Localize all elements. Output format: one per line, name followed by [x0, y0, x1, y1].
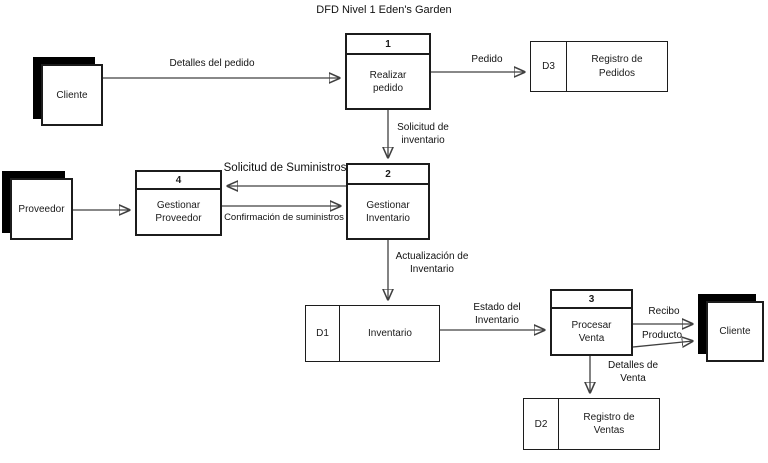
process-4-name: Gestionar Proveedor — [155, 200, 202, 224]
process-1-number: 1 — [347, 35, 429, 55]
process-2: 2 Gestionar Inventario — [346, 163, 430, 240]
flow-label-pedido: Pedido — [471, 54, 503, 65]
process-3-number: 3 — [552, 291, 631, 309]
flow-label-solicitud-suministros: Solicitud de Suministros — [223, 162, 347, 174]
entity-cliente-right: Cliente — [706, 301, 764, 362]
datastore-d1-name-cell: Inventario — [340, 306, 439, 361]
process-2-number: 2 — [348, 165, 428, 185]
datastore-d2-name: Registro de Ventas — [583, 411, 635, 437]
datastore-d3-name-cell: Registro de Pedidos — [567, 42, 667, 91]
flow-label-estado-inventario: Estado del Inventario — [473, 302, 521, 326]
flow-producto-line — [632, 341, 693, 347]
entity-cliente-left: Cliente — [41, 64, 103, 126]
datastore-d2-name-cell: Registro de Ventas — [559, 399, 659, 449]
process-1-name: Realizar pedido — [369, 69, 407, 94]
datastore-d1-name: Inventario — [368, 327, 412, 339]
datastore-d3: D3 Registro de Pedidos — [530, 41, 668, 92]
process-4: 4 Gestionar Proveedor — [135, 170, 222, 236]
datastore-d2: D2 Registro de Ventas — [523, 398, 660, 450]
datastore-d3-id: D3 — [531, 42, 567, 91]
process-2-name: Gestionar Inventario — [366, 199, 410, 224]
entity-cliente-right-label: Cliente — [719, 326, 751, 337]
datastore-d1: D1 Inventario — [305, 305, 440, 362]
process-3-name: Procesar Venta — [571, 319, 612, 344]
process-3: 3 Procesar Venta — [550, 289, 633, 356]
flow-label-detalles-venta: Detalles de Venta — [607, 360, 659, 384]
datastore-d2-id: D2 — [524, 399, 559, 449]
flow-label-actualizacion-inventario: Actualización de Inventario — [395, 251, 469, 275]
flow-label-solicitud-inventario: Solicitud de inventario — [397, 122, 449, 146]
entity-proveedor-label: Proveedor — [18, 203, 65, 215]
flow-label-recibo: Recibo — [648, 306, 680, 317]
flow-label-detalles-pedido: Detalles del pedido — [169, 58, 255, 69]
datastore-d1-id: D1 — [306, 306, 340, 361]
flow-label-producto: Producto — [641, 330, 683, 341]
entity-proveedor: Proveedor — [10, 178, 73, 240]
diagram-title: DFD Nivel 1 Eden's Garden — [316, 4, 452, 16]
process-4-number: 4 — [137, 172, 220, 190]
entity-cliente-left-label: Cliente — [56, 89, 88, 101]
flow-label-confirmacion-suministros: Confirmación de suministros — [224, 212, 344, 223]
datastore-d3-name: Registro de Pedidos — [591, 54, 643, 79]
process-1: 1 Realizar pedido — [345, 33, 431, 110]
